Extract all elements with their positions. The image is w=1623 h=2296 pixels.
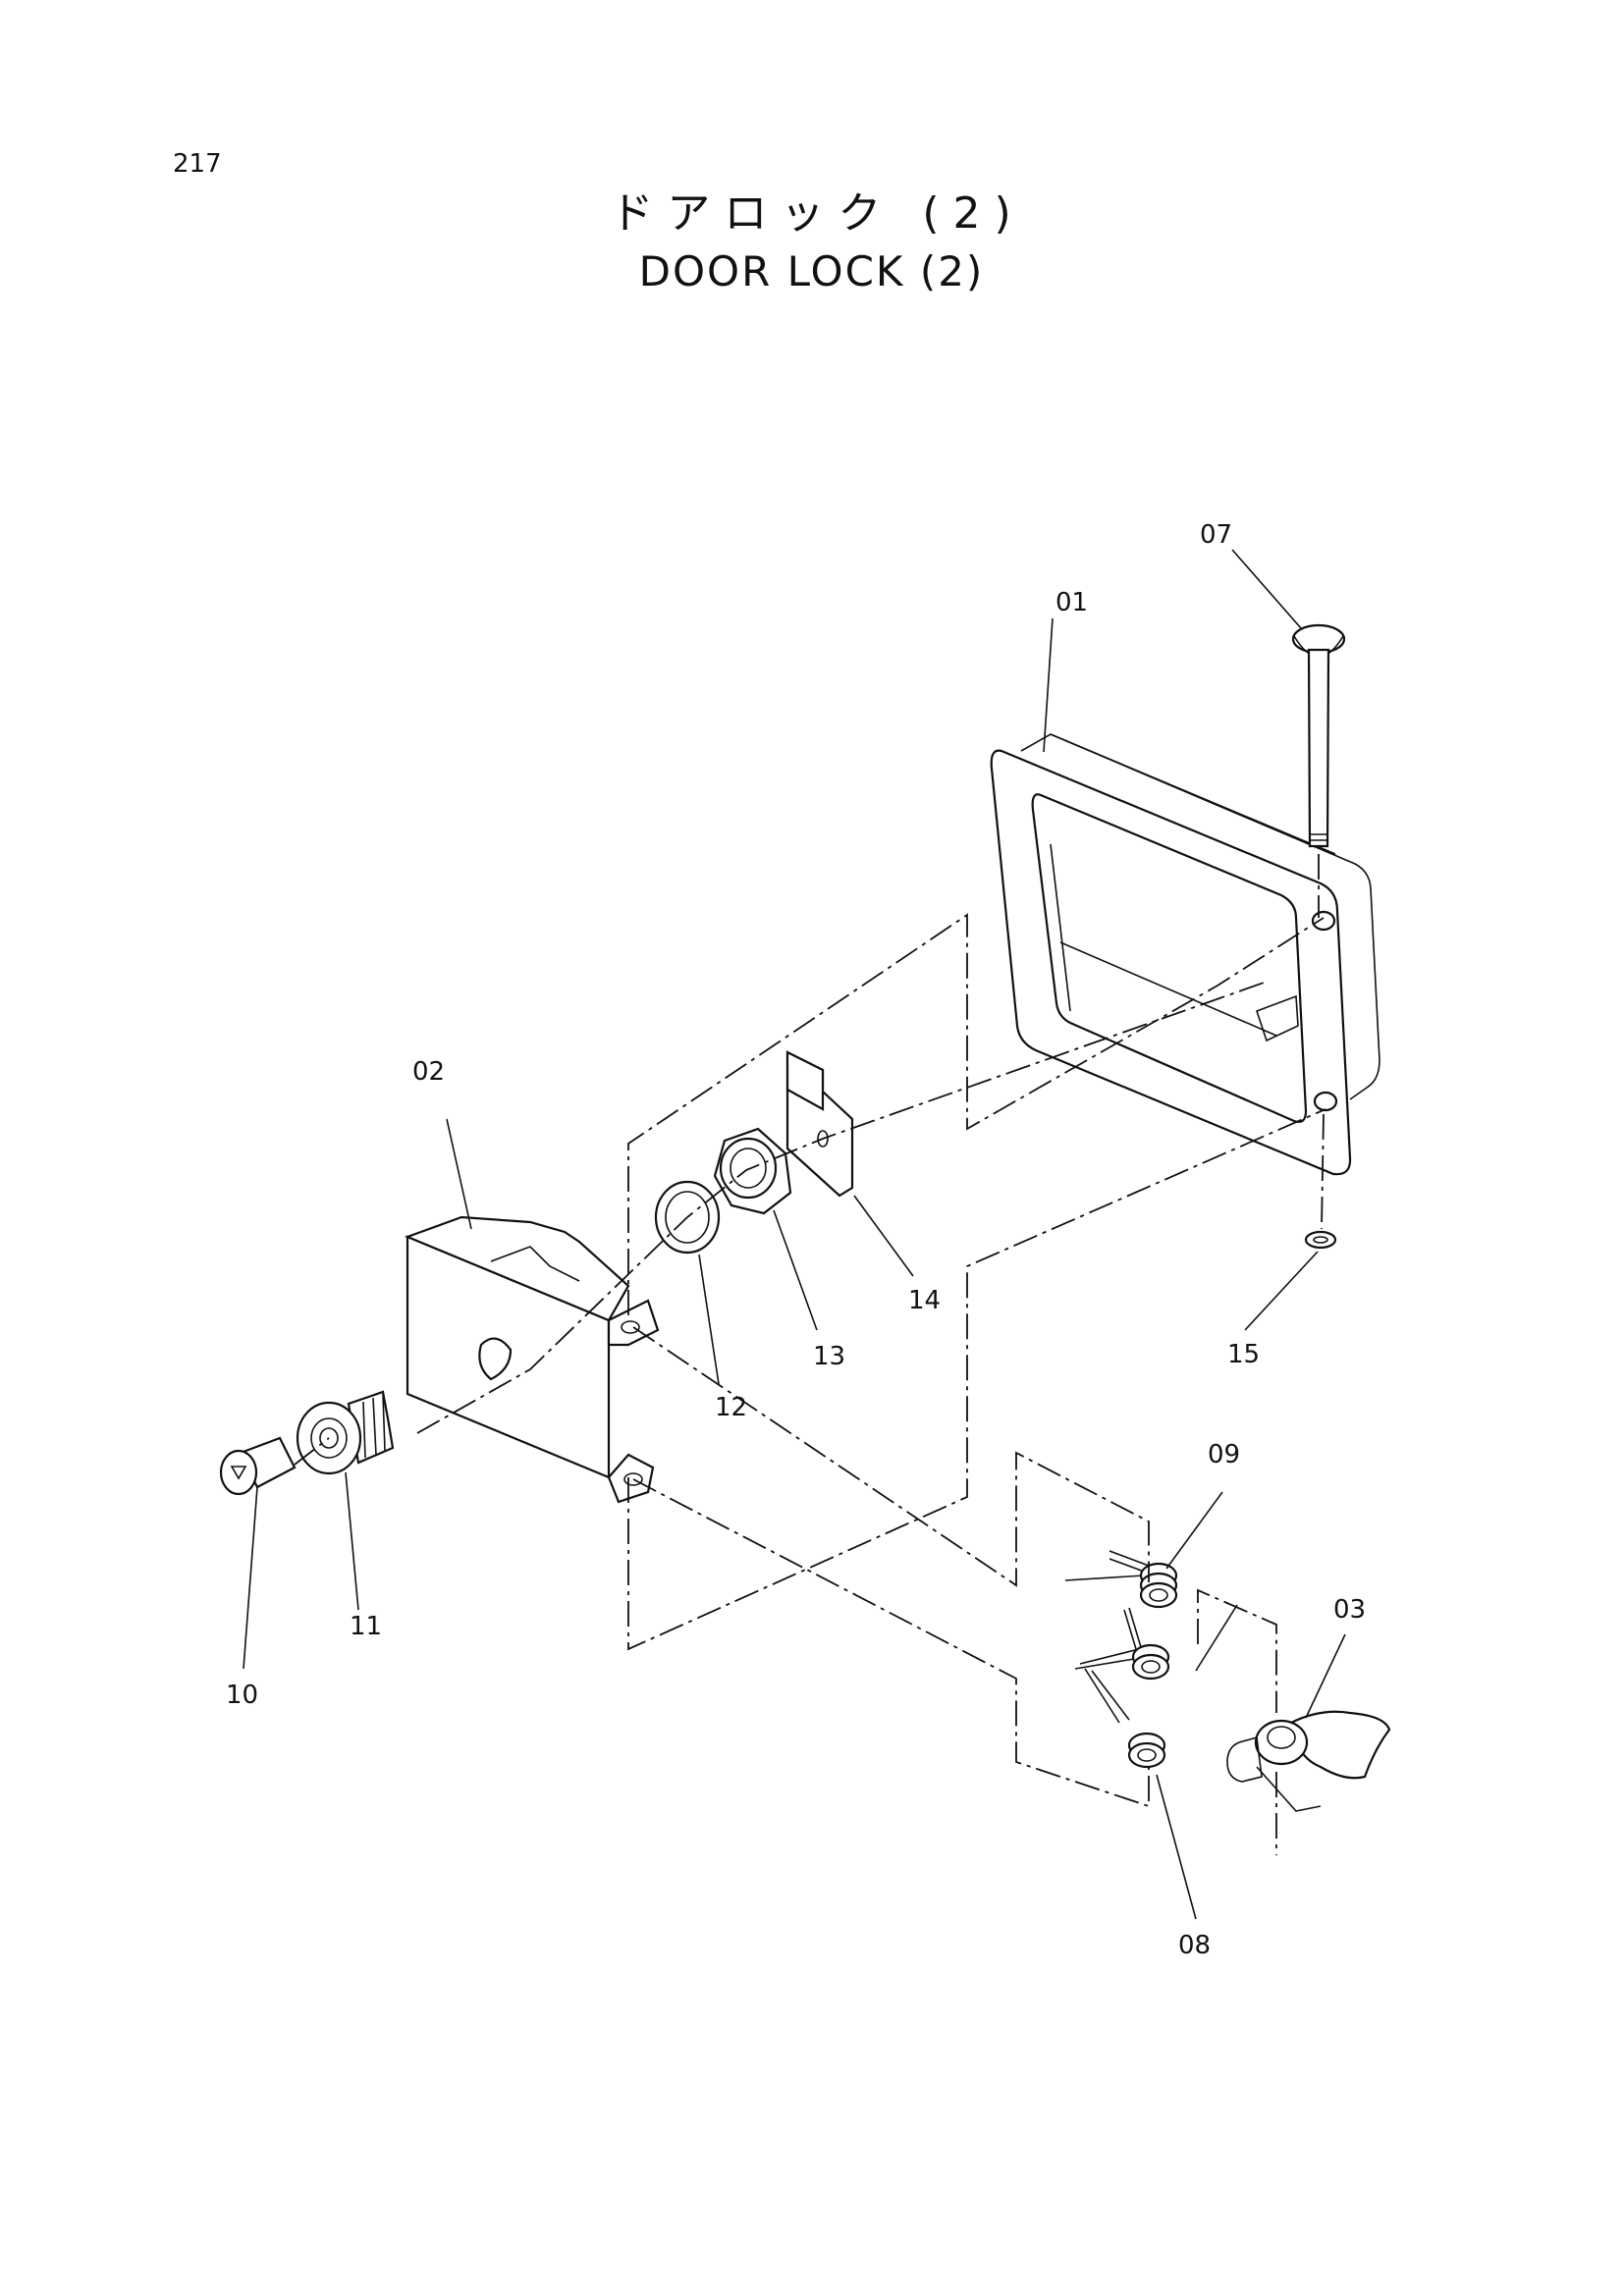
callout-13: 13 bbox=[813, 1342, 845, 1371]
part-08-spring bbox=[1074, 1607, 1170, 1769]
title-japanese: ドアロック (2) bbox=[610, 188, 1025, 239]
page-number: 217 bbox=[173, 149, 222, 179]
part-01-lock-housing bbox=[990, 733, 1380, 1176]
part-03-latch-lever bbox=[1226, 1710, 1391, 1812]
callout-07: 07 bbox=[1200, 520, 1232, 550]
part-09-torsion-spring bbox=[1064, 1550, 1178, 1609]
part-07-pin bbox=[1291, 623, 1346, 918]
title-english: DOOR LOCK (2) bbox=[638, 247, 985, 295]
callout-08: 08 bbox=[1178, 1931, 1211, 1960]
title-block: ドアロック (2) DOOR LOCK (2) bbox=[0, 185, 1623, 300]
callout-09: 09 bbox=[1208, 1440, 1240, 1469]
callout-03: 03 bbox=[1333, 1595, 1366, 1625]
callout-14: 14 bbox=[908, 1286, 941, 1315]
part-14-plate bbox=[785, 1050, 854, 1198]
callout-10: 10 bbox=[226, 1681, 258, 1710]
callout-labels: 01 07 02 14 13 12 15 09 03 11 10 08 bbox=[226, 520, 1366, 1960]
part-15-snap-ring bbox=[1304, 1113, 1337, 1250]
callout-02: 02 bbox=[412, 1057, 445, 1087]
callout-01: 01 bbox=[1055, 588, 1088, 617]
callout-15: 15 bbox=[1227, 1340, 1260, 1369]
callout-leaders bbox=[243, 549, 1346, 1920]
part-10-key-cylinder bbox=[219, 1436, 297, 1496]
assembly-dash-lines bbox=[294, 913, 1326, 1855]
callout-12: 12 bbox=[715, 1393, 747, 1422]
part-13-hex-nut bbox=[713, 1127, 792, 1215]
part-11-lock-barrel bbox=[296, 1390, 395, 1475]
callout-11: 11 bbox=[350, 1612, 382, 1641]
part-02-bracket bbox=[404, 1215, 660, 1504]
